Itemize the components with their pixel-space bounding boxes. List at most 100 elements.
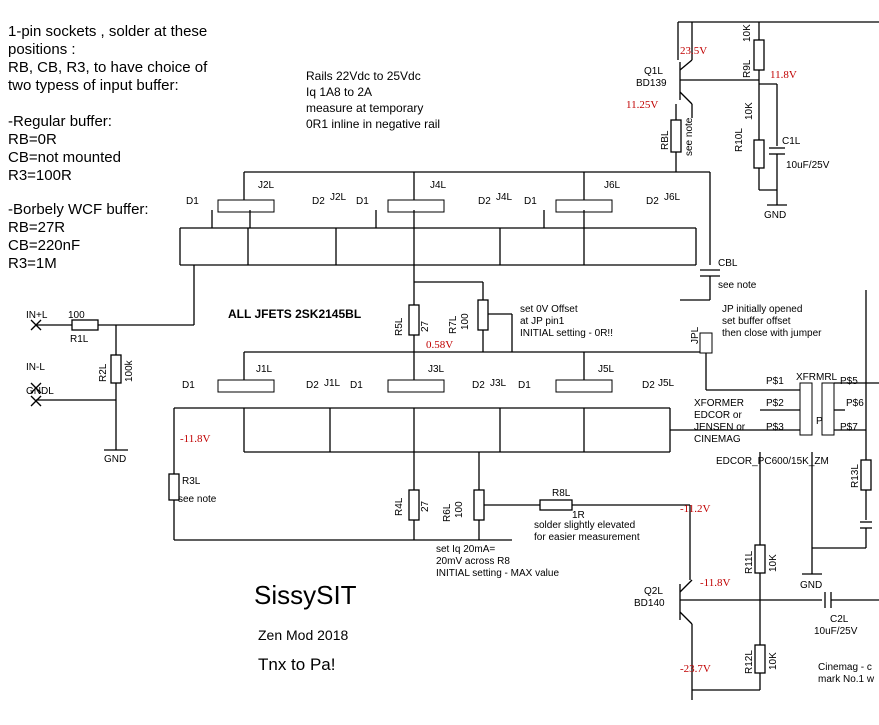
d1-lower-3: D1 (518, 380, 531, 391)
q2-name: Q2L (644, 586, 663, 597)
note-solder-2: for easier measurement (534, 532, 640, 543)
note-offset-3: INITIAL setting - 0R!! (520, 328, 613, 339)
r4-value: 27 (420, 500, 431, 512)
note-iq-1: set Iq 20mA= (436, 544, 495, 555)
note-xformer-3: JENSEN or (694, 422, 746, 433)
thanks: Tnx to Pa! (258, 655, 335, 674)
note-sockets-3: RB, CB, R3, to have choice of (8, 59, 208, 76)
c2-value: 10uF/25V (814, 626, 858, 637)
r1-value: 100 (68, 310, 85, 321)
note-jp-3: then close with jumper (722, 328, 822, 339)
note-regular-3: CB=not mounted (8, 149, 121, 166)
j5-label: J5L (598, 364, 615, 375)
d1-upper-2: D1 (356, 196, 369, 207)
r1-label: R1L (70, 334, 89, 345)
d1-upper-1: D1 (186, 196, 199, 207)
note-regular-1: -Regular buffer: (8, 113, 112, 130)
r7-value: 100 (460, 313, 471, 330)
d2-upper-3: D2 (646, 196, 659, 207)
in-minus-label: IN-L (26, 362, 45, 373)
r5-label: R5L (394, 317, 405, 336)
j5-side-label: J5L (658, 378, 675, 389)
subtitle: Zen Mod 2018 (258, 627, 348, 643)
r12-label: R12L (744, 650, 755, 674)
pin-p7: P$7 (840, 422, 858, 433)
r8-label: R8L (552, 488, 571, 499)
r11-value: 10K (768, 554, 779, 572)
r3-label: R3L (182, 476, 201, 487)
j3-label: J3L (428, 364, 445, 375)
r2-value: 100k (124, 359, 135, 382)
rb-note: see note (684, 117, 695, 156)
gnd-lower: GND (800, 580, 822, 591)
input-section (36, 265, 195, 451)
d1-lower-1: D1 (182, 380, 195, 391)
input-terminals (30, 319, 42, 407)
r2-label: R2L (98, 363, 109, 382)
xfmr-label: XFRMRL (796, 372, 838, 383)
d2-upper-1: D2 (312, 196, 325, 207)
j6-label: J6L (604, 180, 621, 191)
r8-value: 1R (572, 510, 585, 521)
note-regular-2: RB=0R (8, 131, 57, 148)
note-sockets-1: 1-pin sockets , solder at these (8, 23, 207, 40)
j2-side-label: J2L (330, 192, 347, 203)
pin-p-marker: P (816, 416, 823, 427)
voltage-neg23-7: -23.7V (680, 663, 711, 675)
pin-p5: P$5 (840, 376, 858, 387)
gnd-input: GND (104, 454, 126, 465)
note-solder-1: solder slightly elevated (534, 520, 635, 531)
r7-label: R7L (448, 315, 459, 334)
note-borbely-2: RB=27R (8, 219, 65, 236)
jumper-jp (699, 332, 760, 391)
note-rails-1: Rails 22Vdc to 25Vdc (306, 69, 421, 83)
d2-lower-3: D2 (642, 380, 655, 391)
note-iq-3: INITIAL setting - MAX value (436, 568, 559, 579)
j2-label: J2L (258, 180, 275, 191)
gnd-top: GND (764, 210, 786, 221)
r10-label: R10L (734, 128, 745, 152)
note-cinemag-1: Cinemag - c (818, 662, 872, 673)
d1-lower-2: D1 (350, 380, 363, 391)
j1-side-label: J1L (324, 378, 341, 389)
capacitor-cb (680, 269, 720, 301)
transformer (760, 290, 879, 460)
voltage-neg11-8-left: -11.8V (180, 433, 211, 445)
r11-label: R11L (744, 550, 755, 574)
voltage-0-58: 0.58V (426, 339, 453, 351)
r4-label: R4L (394, 497, 405, 516)
cb-note: see note (718, 280, 757, 291)
upper-jfet-bank (179, 171, 711, 266)
r12-value: 10K (768, 652, 779, 670)
c1-value: 10uF/25V (786, 160, 830, 171)
transistor-q2 (679, 579, 760, 700)
pin-p3: P$3 (766, 422, 784, 433)
j3-side-label: J3L (490, 378, 507, 389)
note-xformer-4: CINEMAG (694, 434, 741, 445)
note-jp-2: set buffer offset (722, 316, 791, 327)
d2-lower-1: D2 (306, 380, 319, 391)
q2-part: BD140 (634, 598, 665, 609)
note-borbely-3: CB=220nF (8, 237, 80, 254)
note-rails-2: Iq 1A8 to 2A (306, 85, 372, 99)
note-cinemag-2: mark No.1 w (818, 674, 875, 685)
jpl-label: JPL (690, 326, 701, 344)
pin-p2: P$2 (766, 398, 784, 409)
voltage-neg11-2: -11.2V (680, 503, 711, 515)
r9-label: R9L (742, 59, 753, 78)
j1-label: J1L (256, 364, 273, 375)
note-offset-1: set 0V Offset (520, 304, 578, 315)
d2-lower-2: D2 (472, 380, 485, 391)
note-rails-4: 0R1 inline in negative rail (306, 117, 440, 131)
q1-name: Q1L (644, 66, 663, 77)
note-edcor: EDCOR_PC600/15K_ZM (716, 456, 829, 467)
note-iq-2: 20mV across R8 (436, 556, 510, 567)
pin-p1: P$1 (766, 376, 784, 387)
voltage-neg11-8-q2: -11.8V (700, 577, 731, 589)
note-jfets: ALL JFETS 2SK2145BL (228, 307, 361, 321)
note-xformer-1: XFORMER (694, 398, 744, 409)
r6-label: R6L (442, 503, 453, 522)
